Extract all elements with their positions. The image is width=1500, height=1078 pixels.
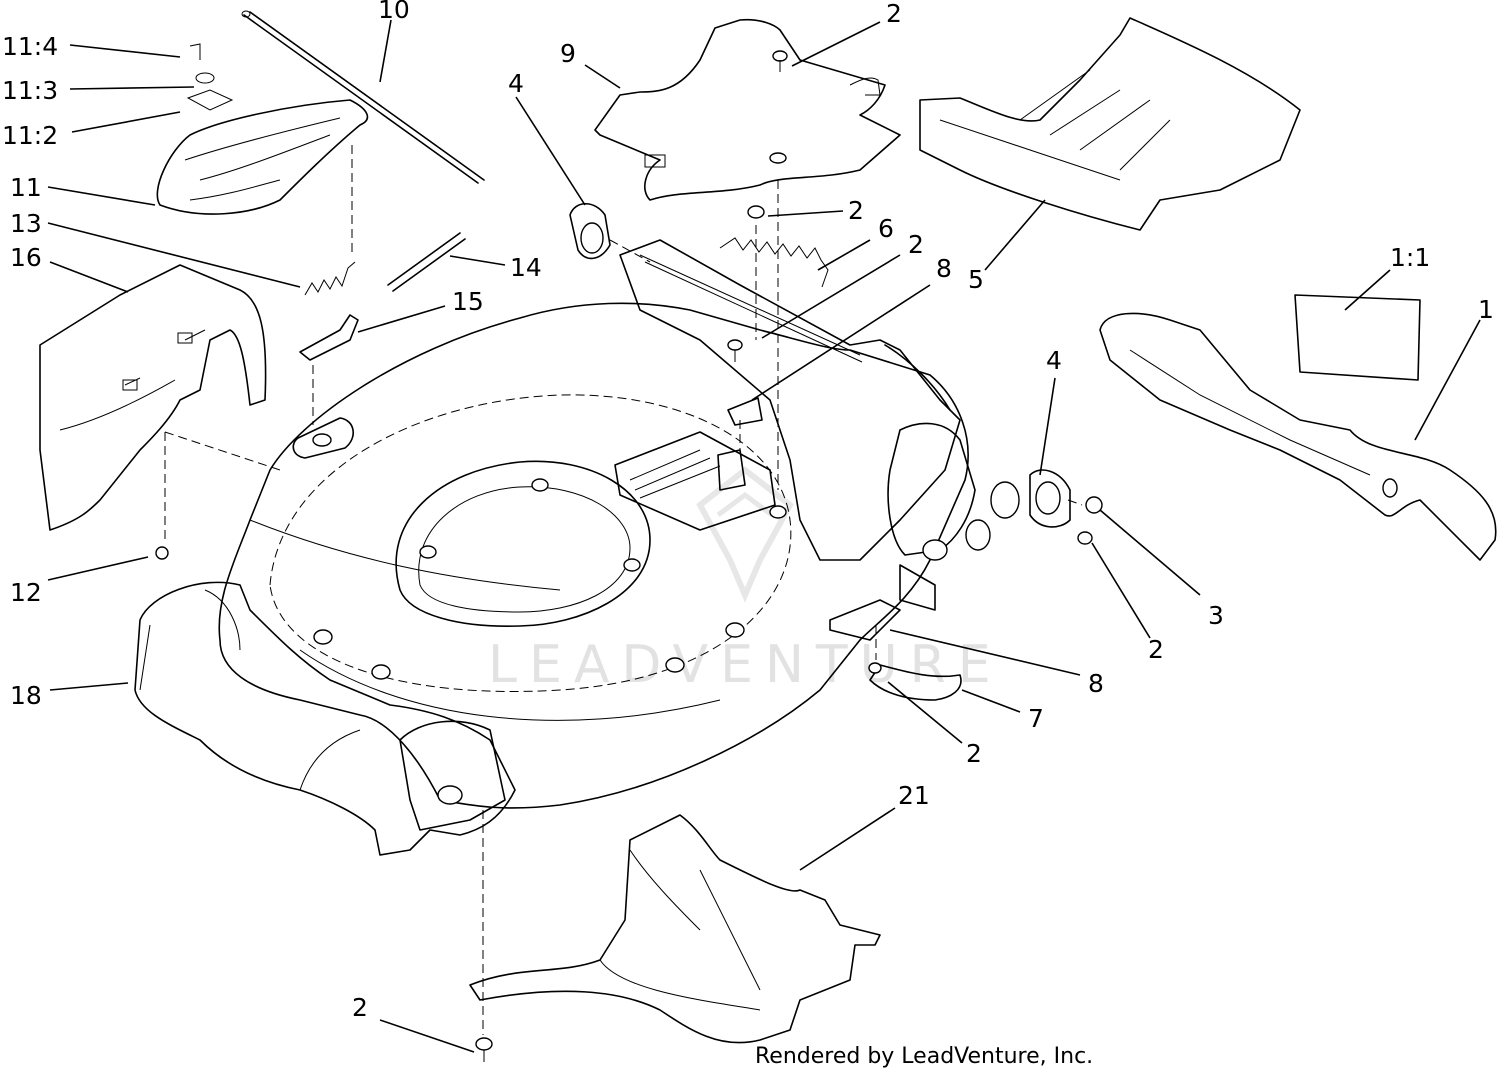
callout-7: 7 [1028,704,1044,733]
callout-labels: 10 2 11:4 11:3 11:2 11 13 16 9 4 2 6 2 8… [2,0,1494,1022]
part-15-bracket [299,314,359,361]
callout-11-2: 11:2 [2,121,58,150]
callout-6: 6 [878,214,894,243]
part-1-rear-bumper [1099,312,1497,561]
part-4-bushing-left [569,202,611,260]
bolt-2-mid [747,205,765,219]
callout-11-4: 11:4 [2,32,58,61]
callout-2: 2 [1148,635,1164,664]
part-5-rear-guard [919,17,1301,231]
bolt-2-under-plate [727,339,743,362]
part-8-bracket-upper [717,397,763,491]
part-7-chute-guide [869,664,962,701]
part-14-rod [387,232,466,292]
callout-5: 5 [968,265,984,294]
callout-12: 12 [10,578,42,607]
callout-11-3: 11:3 [2,76,58,105]
bolt-2-bottom [475,1037,493,1062]
leader-lines [47,19,1481,1053]
callout-8: 8 [936,254,952,283]
callout-9: 9 [560,39,576,68]
callout-4: 4 [1046,346,1062,375]
part-18-front-skirt [134,581,516,856]
callout-16: 16 [10,243,42,272]
callout-21: 21 [898,781,930,810]
callout-2: 2 [886,0,902,28]
part-13-spring [304,261,356,296]
callout-13: 13 [10,209,42,238]
part-21-mulch-plug [469,814,881,1044]
part-11-lever-assembly [156,43,369,215]
mower-deck-housing [218,239,1020,809]
bolt-2-top [772,50,788,72]
callout-14: 14 [510,253,542,282]
part-8-bracket-lower [829,599,901,641]
part-10-rod [241,10,485,184]
hardware-nut-3 [1085,496,1103,514]
callout-3: 3 [1208,601,1224,630]
render-credit: Rendered by LeadVenture, Inc. [755,1044,1093,1069]
callout-1-1: 1:1 [1390,243,1430,272]
callout-18: 18 [10,681,42,710]
callout-2: 2 [908,230,924,259]
watermark-logo [696,466,794,603]
bolt-2-lower [868,662,882,674]
callout-1: 1 [1478,295,1494,324]
callout-15: 15 [452,287,484,316]
callout-2: 2 [848,196,864,225]
watermark-text: LEADVENTURE [488,635,1003,695]
callout-8: 8 [1088,669,1104,698]
assembly-lines [164,145,1083,1035]
part-9-cover-plate [594,18,901,201]
callout-10: 10 [378,0,410,24]
part-6-spring [719,237,829,288]
part-1-1-decal [1294,294,1421,381]
callout-4: 4 [508,69,524,98]
callout-2: 2 [966,739,982,768]
hardware-bolt-2 [1077,531,1093,545]
part-16-side-flap [39,264,267,531]
callout-2: 2 [352,993,368,1022]
callout-11: 11 [10,173,42,202]
part-12-bolt [155,546,169,560]
part-4-bushing-right [1029,469,1071,528]
